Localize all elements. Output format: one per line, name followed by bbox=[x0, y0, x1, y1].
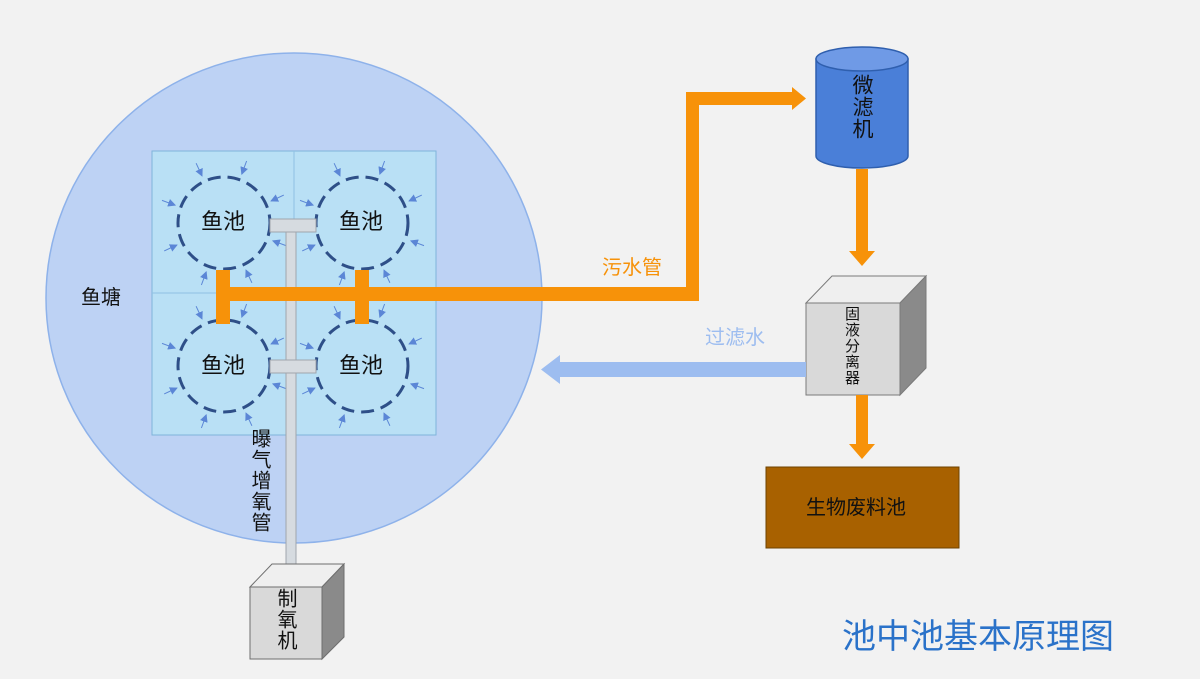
waste-pool-box bbox=[765, 466, 960, 549]
flow-arrow bbox=[338, 413, 346, 429]
flow-arrow bbox=[338, 270, 346, 286]
fish-cell-label: 鱼池 bbox=[339, 210, 384, 235]
sewage-pipe-label: 污水管 bbox=[602, 255, 662, 279]
flow-arrow bbox=[161, 342, 177, 350]
fish-cell-label: 鱼池 bbox=[201, 354, 246, 379]
microfilter-cylinder bbox=[815, 46, 909, 169]
flow-arrow bbox=[271, 382, 287, 390]
fish-cell-label: 鱼池 bbox=[201, 210, 246, 235]
flow-arrow bbox=[161, 199, 177, 207]
filtered-water-label: 过滤水 bbox=[705, 325, 765, 349]
flow-arrow bbox=[409, 382, 425, 390]
flow-arrow bbox=[245, 269, 253, 284]
flow-arrow bbox=[195, 305, 203, 320]
flow-arrow bbox=[200, 270, 208, 286]
waste-pool-label: 生物废料池 bbox=[806, 495, 906, 519]
flow-arrow bbox=[200, 413, 208, 429]
flow-arrow bbox=[240, 160, 248, 176]
arrow-to-separator bbox=[849, 169, 875, 266]
flow-arrow bbox=[245, 412, 253, 427]
flow-arrow bbox=[301, 244, 316, 252]
flow-arrow bbox=[195, 162, 203, 177]
flow-arrow bbox=[409, 239, 425, 247]
microfilter-label: 微滤机 bbox=[850, 74, 874, 140]
flow-arrow bbox=[271, 239, 287, 247]
flow-arrow bbox=[301, 387, 316, 395]
flow-arrow bbox=[378, 160, 386, 176]
separator-cube bbox=[804, 274, 928, 397]
flow-arrow bbox=[383, 412, 391, 427]
oxygen-machine-label: 制氧机 bbox=[274, 588, 298, 651]
oxygen-machine-cube bbox=[248, 562, 346, 661]
flow-arrow bbox=[240, 303, 248, 319]
flow-arrow bbox=[270, 194, 285, 202]
page-title: 池中池基本原理图 bbox=[842, 617, 1114, 657]
flow-arrow bbox=[163, 244, 178, 252]
flow-arrow bbox=[333, 305, 341, 320]
flow-arrow bbox=[408, 337, 423, 345]
fish-cell-label: 鱼池 bbox=[339, 354, 384, 379]
sewage-pipe bbox=[216, 87, 806, 324]
aeration-pipe-label: 曝气增氧管 bbox=[248, 428, 272, 533]
flow-arrow bbox=[378, 303, 386, 319]
flow-arrow bbox=[408, 194, 423, 202]
pond-label: 鱼塘 bbox=[81, 285, 121, 309]
flow-arrow bbox=[383, 269, 391, 284]
flow-arrow bbox=[299, 199, 315, 207]
separator-label: 固液分离器 bbox=[843, 306, 861, 386]
flow-arrow bbox=[333, 162, 341, 177]
sewage-pipe-arrowhead bbox=[792, 87, 806, 110]
filtered-water-arrow bbox=[541, 355, 806, 384]
flow-arrow bbox=[299, 342, 315, 350]
flow-arrow bbox=[163, 387, 178, 395]
arrow-to-waste-pool bbox=[849, 395, 875, 459]
water-flow-arrows bbox=[161, 160, 425, 429]
flow-arrow bbox=[270, 337, 285, 345]
